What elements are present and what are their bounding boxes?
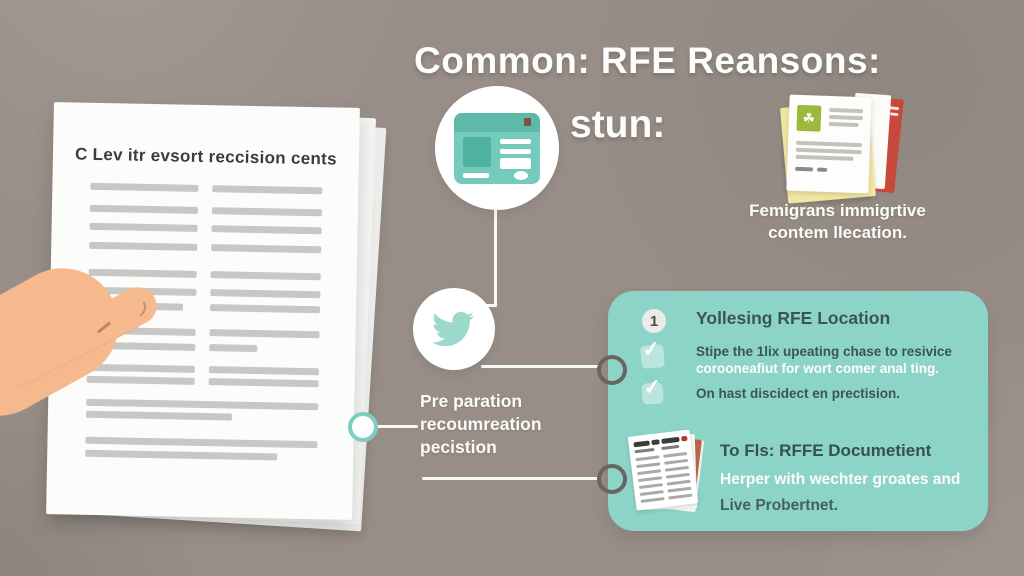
- check2-text: On hast discidect en prectision.: [696, 386, 901, 401]
- section2-text-light: Herper with wechter groates and: [720, 471, 961, 488]
- document-text-line: [89, 222, 198, 232]
- browser-titlebar: [454, 113, 540, 132]
- browser-thumbnail-block: [463, 137, 491, 167]
- mini-doc-text-line: [666, 479, 691, 486]
- connector-line-bird-to-panel: [481, 365, 601, 368]
- letter-text-line: [795, 147, 862, 155]
- mini-doc-text-line: [637, 469, 662, 475]
- mini-doc-front-sheet: [627, 429, 699, 511]
- letter-text-line: [828, 114, 863, 121]
- browser-footer-dot: [514, 171, 528, 180]
- browser-text-line: [500, 139, 531, 144]
- check1-text-light: corooneafiut for wort comer anal ting.: [696, 361, 940, 376]
- document-heading: C Lev itr evsort reccision cents: [74, 144, 338, 169]
- mini-doc-subtitle-line: [661, 444, 680, 451]
- mini-doc-text-line: [640, 497, 665, 503]
- red-book-label-line: [890, 112, 899, 117]
- browser-window-icon: [454, 113, 540, 184]
- step-number-badge: 1: [642, 309, 666, 333]
- panel-connector-ring-top: [597, 355, 627, 385]
- subtitle: stun:: [570, 103, 666, 146]
- preparation-note: Pre paration recoumreation pecistion: [420, 391, 542, 457]
- mini-doc-subtitle-line: [634, 447, 655, 454]
- mini-doc-text-line: [664, 465, 689, 472]
- document-text-line: [210, 271, 321, 281]
- browser-footer-line: [463, 173, 489, 178]
- white-letter-sheet: ☘: [786, 94, 872, 194]
- mini-doc-text-line: [668, 493, 693, 500]
- document-text-line: [208, 366, 319, 376]
- rfe-info-panel: 1 Yollesing RFE Location ✓ Stipe the 1li…: [608, 291, 988, 531]
- document-text-line: [211, 244, 322, 254]
- mini-doc-title-scribble-red: [681, 435, 688, 442]
- document-text-lines: [54, 102, 360, 461]
- main-title: Common: RFE Reansons:: [414, 40, 881, 81]
- letter-signature-line: [795, 166, 814, 172]
- mini-doc-text-line: [664, 458, 689, 465]
- document-text-line: [86, 375, 195, 385]
- plant-icon: ☘: [802, 109, 816, 126]
- connector-line-browser-to-bird: [494, 206, 497, 307]
- panel-section1-heading: Yollesing RFE Location: [696, 308, 891, 328]
- browser-text-line: [500, 149, 531, 154]
- letter-signature-line: [817, 167, 828, 172]
- document-text-line: [212, 185, 323, 195]
- doc-edge-connector-ring: [348, 412, 378, 442]
- twitter-bird-icon: [432, 311, 475, 347]
- document-text-line: [88, 268, 197, 278]
- letter-text-line: [795, 140, 863, 148]
- connector-line-note-to-panel: [422, 477, 600, 480]
- letter-text-line: [829, 107, 864, 114]
- checkbox-icon: ✓: [641, 375, 664, 405]
- mini-doc-title-scribble: [661, 436, 680, 444]
- green-stamp-block: ☘: [796, 104, 822, 132]
- bird-node-circle: [413, 288, 495, 370]
- mini-doc-text-line: [663, 451, 688, 458]
- panel-section2-heading: To Fls: RFFE Documetient: [720, 441, 932, 460]
- letter-text-line: [828, 121, 859, 128]
- browser-bookmark-icon: [524, 118, 531, 126]
- mini-doc-text-line: [639, 490, 664, 496]
- checkmark-icon: ✓: [642, 375, 663, 400]
- mini-doc-text-line: [667, 486, 692, 493]
- mini-doc-text-line: [637, 476, 663, 482]
- mini-doc-title-scribble: [651, 439, 660, 446]
- document-text-line: [209, 344, 258, 353]
- document-text-line: [208, 378, 319, 388]
- mini-doc-text-line: [636, 462, 661, 468]
- document-text-line: [89, 204, 198, 214]
- section2-text-dark: Live Probertnet.: [720, 497, 838, 514]
- document-text-line: [211, 225, 322, 235]
- mini-documents-icon: [626, 429, 721, 524]
- checkbox-icon: ✓: [640, 337, 665, 369]
- document-text-line: [85, 436, 318, 449]
- panel-connector-ring-bottom: [597, 464, 627, 494]
- checkmark-icon: ✓: [641, 337, 661, 362]
- document-text-line: [85, 449, 278, 461]
- document-text-line: [90, 182, 199, 192]
- document-text-line: [211, 207, 322, 217]
- connector-line-doc-to-note: [376, 425, 418, 428]
- document-text-line: [89, 241, 198, 251]
- document-text-line: [86, 363, 195, 373]
- document-text-line: [85, 410, 233, 421]
- document-text-line: [209, 329, 320, 339]
- documents-caption: Femigrans immigrtive contem llecation.: [749, 201, 926, 243]
- check1-text-dark: Stipe the 1lix upeating chase to resivic…: [696, 344, 952, 359]
- mini-doc-text-line: [638, 483, 663, 489]
- mini-doc-text-line: [665, 472, 690, 479]
- browser-text-block: [500, 158, 531, 169]
- document-text-line: [209, 304, 321, 314]
- immigration-documents-icon: ☘: [778, 88, 933, 208]
- document-text-line: [86, 398, 319, 411]
- document-text-line: [210, 289, 321, 299]
- mini-doc-title-scribble: [633, 440, 650, 448]
- letter-text-line: [795, 154, 854, 161]
- mini-doc-text-line: [635, 455, 660, 461]
